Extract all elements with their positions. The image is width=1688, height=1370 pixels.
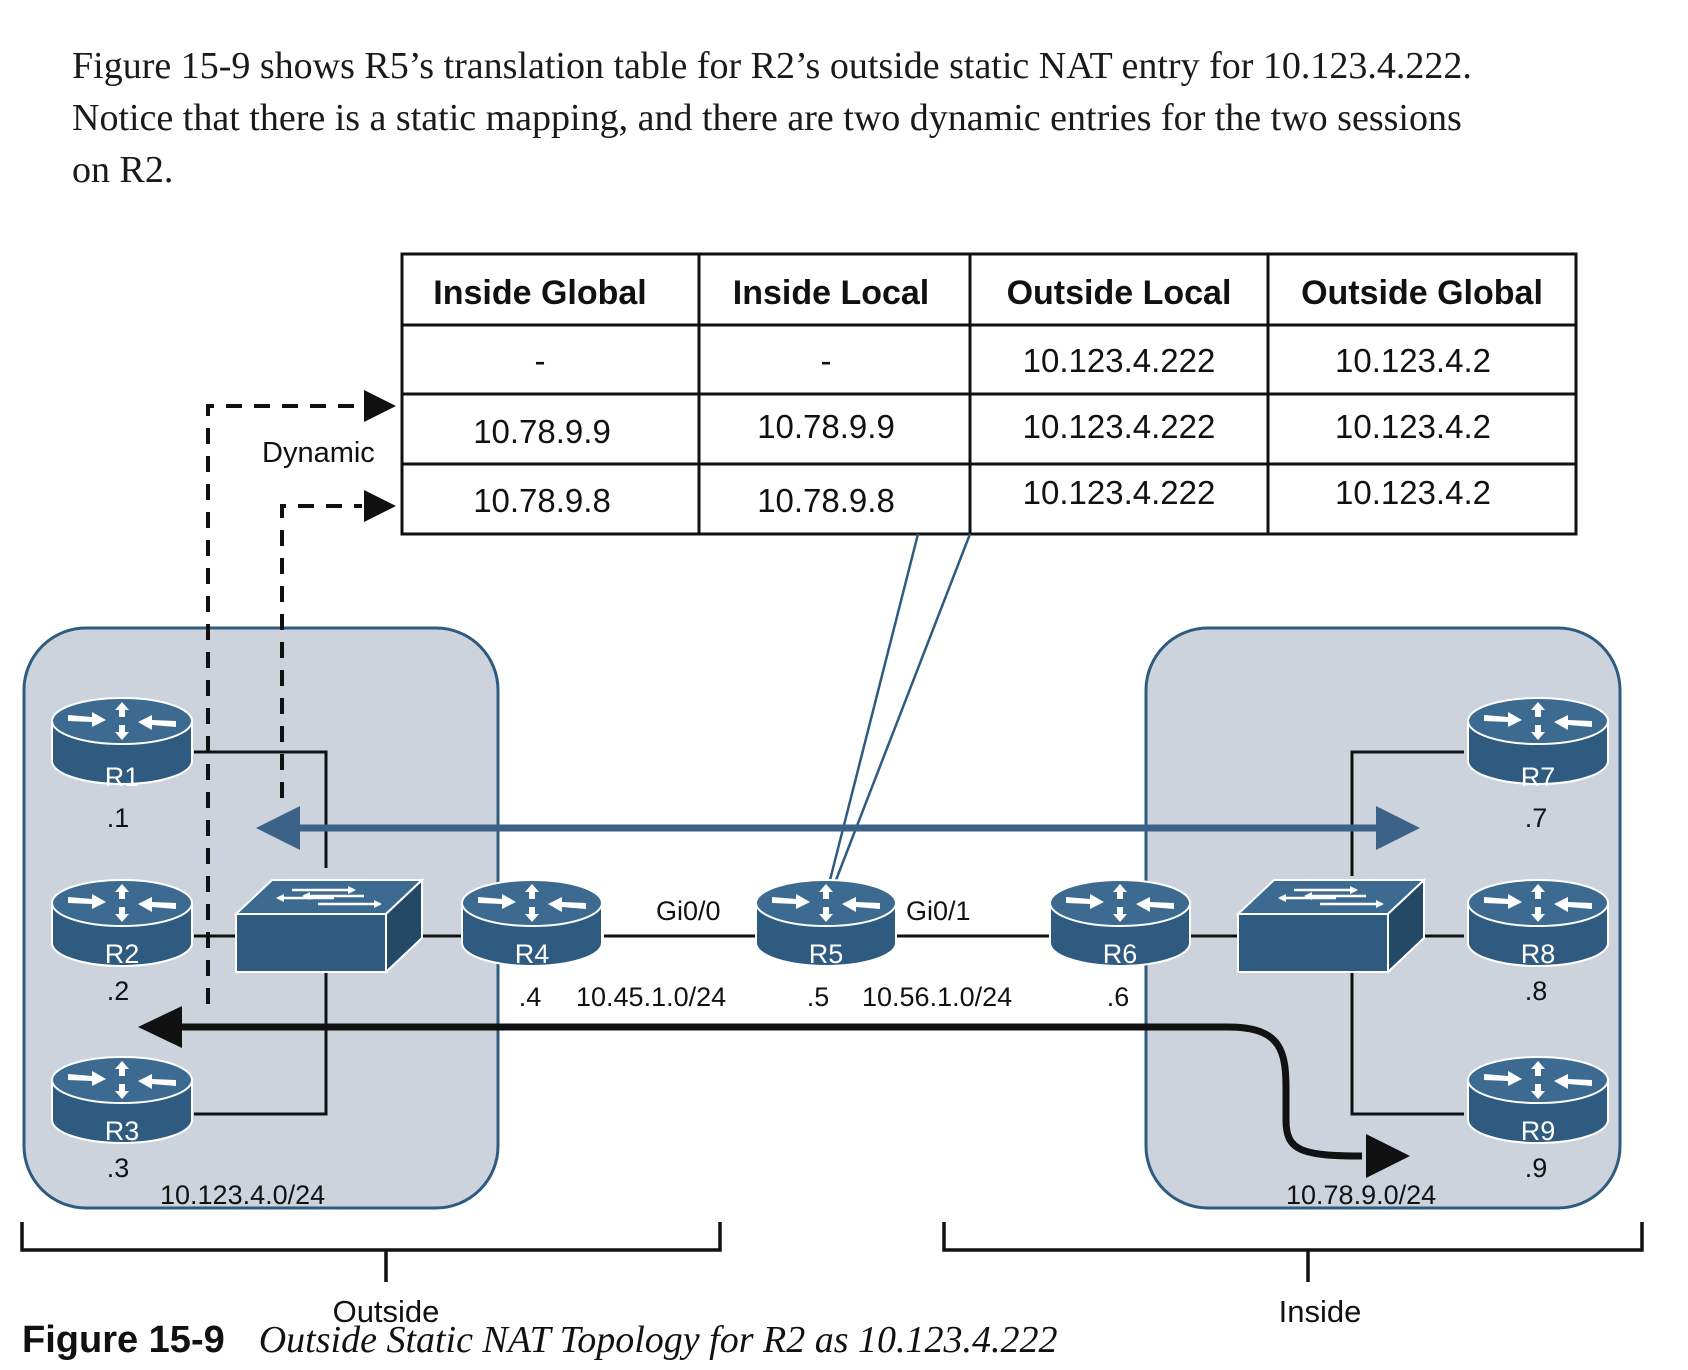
table-cell: - [821, 342, 832, 379]
table-cell: 10.78.9.9 [757, 408, 895, 445]
interface-gi0-1: Gi0/1 [906, 896, 971, 926]
table-cell: 10.78.9.9 [473, 413, 611, 450]
intro-paragraph: Figure 15-9 shows R5’s translation table… [72, 40, 1672, 196]
intro-line-3: on R2. [72, 149, 174, 191]
table-header-inside-local: Inside Local [733, 274, 930, 312]
network-inside-lan: 10.78.9.0/24 [1286, 1180, 1436, 1210]
table-header-outside-local: Outside Local [1007, 274, 1232, 312]
table-cell: - [535, 342, 546, 379]
router-label-r5: R5 [809, 939, 844, 969]
addr-r1: .1 [107, 803, 130, 833]
router-label-r1: R1 [105, 762, 140, 792]
table-cell: 10.123.4.2 [1335, 474, 1491, 511]
zone-label-inside: Inside [1279, 1294, 1362, 1329]
nat-translation-table: Inside Global Inside Local Outside Local… [400, 252, 1578, 536]
router-label-r8: R8 [1521, 939, 1556, 969]
addr-r7: .7 [1525, 803, 1548, 833]
intro-line-2: Notice that there is a static mapping, a… [72, 97, 1462, 139]
addr-r6: .6 [1107, 982, 1130, 1012]
table-header-inside-global: Inside Global [433, 274, 646, 312]
network-outside-lan: 10.123.4.0/24 [160, 1180, 325, 1210]
addr-r5: .5 [807, 982, 830, 1012]
inside-switch [1236, 878, 1426, 974]
outside-switch [234, 878, 424, 974]
dynamic-label: Dynamic [262, 437, 375, 469]
dynamic-arrow-head-top [364, 390, 396, 422]
router-label-r3: R3 [105, 1116, 140, 1146]
router-label-r2: R2 [105, 939, 140, 969]
table-cell: 10.123.4.222 [1023, 474, 1216, 511]
table-cell: 10.123.4.2 [1335, 408, 1491, 445]
network-10-45-1-0: 10.45.1.0/24 [576, 982, 726, 1012]
dynamic-arrow-head-bottom [364, 490, 396, 522]
addr-r8: .8 [1525, 976, 1548, 1006]
interface-gi0-0: Gi0/0 [656, 896, 721, 926]
return-flow-arrow [138, 1006, 1410, 1178]
zone-label-outside: Outside [333, 1294, 440, 1329]
table-callout-lines [828, 533, 972, 881]
network-10-56-1-0: 10.56.1.0/24 [862, 982, 1012, 1012]
table-cell: 10.78.9.8 [473, 482, 611, 519]
table-cell: 10.123.4.2 [1335, 342, 1491, 379]
table-header-outside-global: Outside Global [1301, 274, 1543, 312]
figure-title: Outside Static NAT Topology for R2 as 10… [258, 1319, 1058, 1361]
addr-r4: .4 [519, 982, 542, 1012]
router-label-r9: R9 [1521, 1116, 1556, 1146]
addr-r9: .9 [1525, 1153, 1548, 1183]
addr-r2: .2 [107, 976, 130, 1006]
outside-brace [20, 1222, 722, 1282]
inside-brace [942, 1222, 1644, 1282]
table-cell: 10.78.9.8 [757, 482, 895, 519]
figure-caption: Figure 15-9 Outside Static NAT Topology f… [22, 1318, 1058, 1362]
bidirectional-flow-arrow [256, 806, 1420, 850]
router-label-r6: R6 [1103, 939, 1138, 969]
figure-number: Figure 15-9 [22, 1319, 225, 1361]
router-label-r7: R7 [1521, 762, 1556, 792]
table-cell: 10.123.4.222 [1023, 342, 1216, 379]
table-cell: 10.123.4.222 [1023, 408, 1216, 445]
intro-line-1: Figure 15-9 shows R5’s translation table… [72, 45, 1472, 87]
addr-r3: .3 [107, 1153, 130, 1183]
router-label-r4: R4 [515, 939, 550, 969]
dynamic-session-arrows [206, 404, 362, 1004]
